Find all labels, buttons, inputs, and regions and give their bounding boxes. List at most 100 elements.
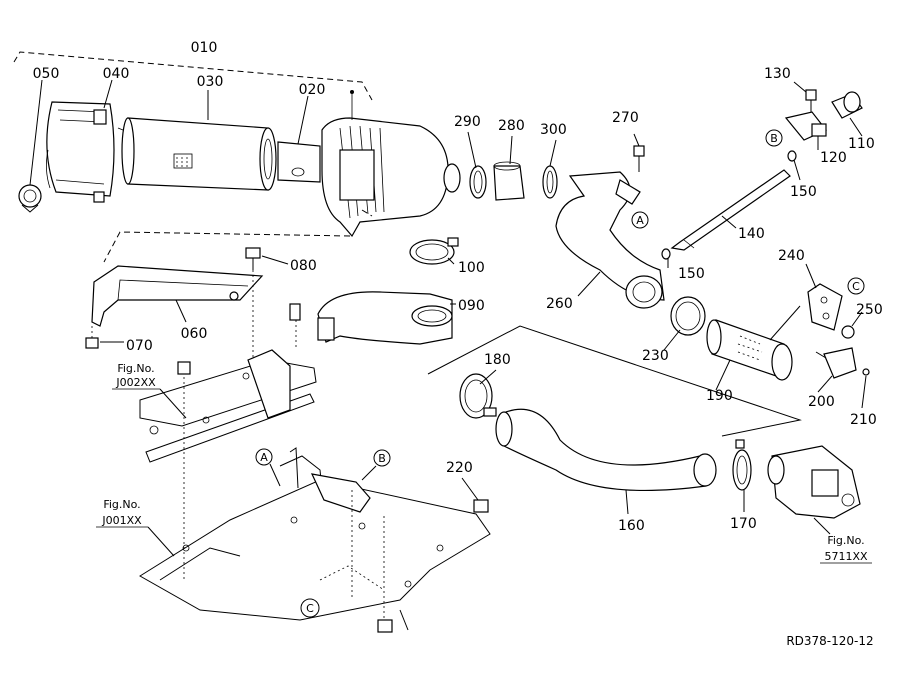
label-260: 260 [546, 296, 573, 312]
part-180-clamp [459, 373, 497, 419]
frame-lower [139, 447, 491, 633]
fig-ref-j001-code[interactable]: J001XX [101, 514, 142, 527]
part-300-clamp [542, 165, 558, 199]
leader-200 [817, 375, 833, 393]
part-220-bolt [473, 499, 489, 513]
leader-260 [577, 271, 601, 297]
fig-ref-5711-code[interactable]: 5711XX [824, 550, 868, 563]
leader-270 [633, 133, 640, 147]
leader-5711 [813, 517, 831, 535]
leader-b-lower [361, 465, 377, 481]
label-190: 190 [706, 388, 733, 404]
svg-text:C: C [852, 280, 860, 293]
ref-marker-c-lower: C [300, 598, 320, 618]
part-070-bolt [85, 337, 99, 349]
label-030: 030 [197, 74, 224, 90]
part-130-screw [805, 89, 817, 112]
leader-300 [549, 139, 557, 167]
part-060-bracket [91, 265, 264, 327]
label-090: 090 [458, 298, 485, 314]
label-210: 210 [850, 412, 877, 428]
leader-060 [175, 299, 187, 323]
part-150-clamp-lower [661, 248, 671, 260]
leader-040 [103, 79, 113, 109]
ref-marker-b-lower: B [373, 449, 391, 467]
leader-290 [467, 131, 477, 169]
ref-marker-a-upper: A [631, 211, 649, 229]
part-190-precleaner [706, 319, 793, 381]
ref-marker-c-upper: C [847, 277, 865, 295]
label-170: 170 [730, 516, 757, 532]
leader-100 [447, 257, 455, 265]
part-080-bolt [245, 247, 261, 270]
part-020-inner-element [277, 141, 321, 183]
label-100: 100 [458, 260, 485, 276]
leader-250 [851, 311, 863, 327]
label-290: 290 [454, 114, 481, 130]
leader-150-upper [793, 159, 801, 181]
part-210-screw [862, 368, 870, 376]
part-050-cap [18, 184, 42, 213]
part-120-adapter [784, 111, 827, 141]
part-140-hose [670, 169, 791, 251]
label-020: 020 [299, 82, 326, 98]
fig-ref-j001[interactable]: Fig.No. J001XX [96, 498, 175, 557]
label-300: 300 [540, 122, 567, 138]
label-220: 220 [446, 460, 473, 476]
label-230: 230 [642, 348, 669, 364]
label-270: 270 [612, 110, 639, 126]
fig-ref-j002-code[interactable]: J002XX [115, 376, 156, 389]
leader-210 [861, 375, 867, 409]
leader-140 [721, 215, 737, 229]
leader-230 [663, 329, 681, 351]
outline-hose-area [427, 325, 802, 437]
label-140: 140 [738, 226, 765, 242]
svg-text:A: A [260, 451, 268, 464]
fig-ref-5711[interactable]: Fig.No. 5711XX [820, 534, 872, 564]
ref-marker-b-upper: B [765, 129, 783, 147]
label-040: 040 [103, 66, 130, 82]
fig-ref-j001-label: Fig.No. [103, 498, 140, 511]
part-100-clamp [409, 237, 459, 265]
part-040-cover [46, 101, 129, 203]
label-180: 180 [484, 352, 511, 368]
label-060: 060 [181, 326, 208, 342]
fig-ref-5711-label: Fig.No. [827, 534, 864, 547]
svg-text:B: B [378, 452, 386, 465]
label-110: 110 [848, 136, 875, 152]
part-110-indicator [831, 91, 863, 119]
frame-upper [139, 303, 317, 580]
label-150-upper: 150 [790, 184, 817, 200]
label-050: 050 [33, 66, 60, 82]
label-120: 120 [820, 150, 847, 166]
part-170-clamp [732, 439, 752, 491]
leader-080 [261, 255, 289, 265]
part-240-bracket [807, 283, 843, 331]
leader-240 [805, 263, 817, 289]
label-200: 200 [808, 394, 835, 410]
part-290-clamp [469, 165, 487, 199]
air-cleaner-housing [321, 90, 461, 238]
leader-110 [849, 117, 863, 137]
leader-180 [479, 369, 497, 385]
leader-130 [793, 81, 807, 93]
label-240: 240 [778, 248, 805, 264]
leader-220 [461, 477, 479, 501]
part-090-duct [317, 291, 453, 345]
leader-240-to-190 [769, 305, 801, 341]
label-160: 160 [618, 518, 645, 534]
part-250-nut [841, 325, 855, 339]
part-260-intake-pipe [555, 171, 665, 309]
part-030-filter [121, 117, 277, 191]
leader-160 [625, 489, 629, 515]
leader-050 [29, 79, 43, 186]
svg-text:C: C [306, 602, 314, 615]
assembly-bracket-lower [103, 231, 351, 263]
fig-ref-j002[interactable]: Fig.No. J002XX [112, 362, 187, 419]
drawing-code: RD378-120-12 [786, 634, 873, 648]
svg-text:A: A [636, 214, 644, 227]
label-130: 130 [764, 66, 791, 82]
ref-marker-a-lower: A [255, 448, 273, 466]
